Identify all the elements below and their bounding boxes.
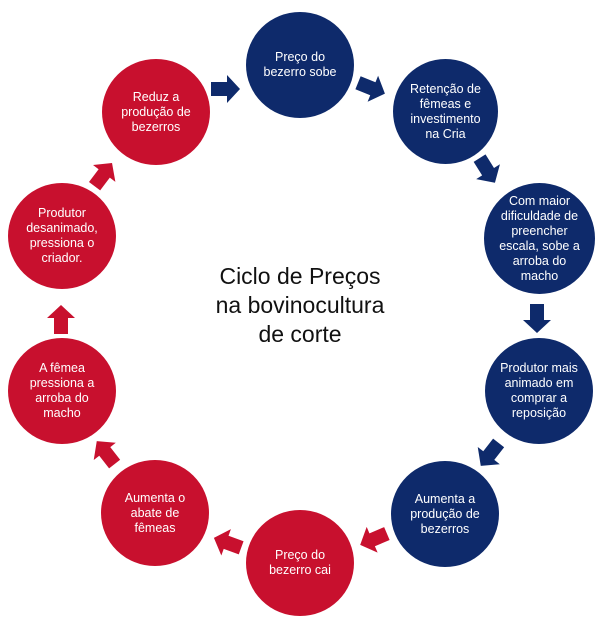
arrow-1 xyxy=(211,75,240,103)
arrow-5 xyxy=(477,438,505,466)
node-produtor-desanimado: Produtor desanimado, pressiona o criador… xyxy=(8,183,116,289)
node-label: Aumenta o abate de fêmeas xyxy=(124,490,186,535)
arrow-6 xyxy=(360,526,390,553)
node-aumenta-producao: Aumenta a produção de bezerros xyxy=(391,461,499,567)
arrow-9 xyxy=(47,305,75,334)
node-label: Aumenta a produção de bezerros xyxy=(410,491,480,536)
arrow-10 xyxy=(88,163,116,191)
node-label: Reduz a produção de bezerros xyxy=(121,89,191,134)
node-preco-bezerro-sobe: Preço do bezerro sobe xyxy=(246,12,354,118)
title-line-2: na bovinocultura xyxy=(215,292,385,318)
arrow-2 xyxy=(355,75,385,102)
node-label: Retenção de fêmeas e investimento na Cri… xyxy=(410,81,481,141)
arrow-3 xyxy=(473,154,500,183)
node-label: A fêmea pressiona a arroba do macho xyxy=(29,361,95,420)
node-label: Preço do bezerro sobe xyxy=(263,50,337,79)
node-reduz-producao: Reduz a produção de bezerros xyxy=(102,59,210,165)
node-femea-pressiona: A fêmea pressiona a arroba do macho xyxy=(8,338,116,444)
node-retencao-femeas: Retenção de fêmeas e investimento na Cri… xyxy=(393,59,498,164)
node-label: Preço do bezerro cai xyxy=(269,548,331,577)
node-produtor-animado: Produtor mais animado em comprar a repos… xyxy=(485,338,593,444)
title-line-3: de corte xyxy=(258,321,342,347)
diagram-title: Ciclo de Preços na bovinocultura de cort… xyxy=(170,262,430,349)
node-sobe-arroba-macho: Com maior dificuldade de preencher escal… xyxy=(484,183,595,294)
node-preco-bezerro-cai: Preço do bezerro cai xyxy=(246,510,354,616)
node-label: Produtor mais animado em comprar a repos… xyxy=(500,361,578,420)
arrow-4 xyxy=(523,304,551,333)
title-line-1: Ciclo de Preços xyxy=(219,263,381,289)
arrow-8 xyxy=(93,441,121,469)
node-label: Produtor desanimado, pressiona o criador… xyxy=(26,206,98,265)
node-label: Com maior dificuldade de preencher escal… xyxy=(499,193,580,283)
arrow-7 xyxy=(213,529,244,556)
node-aumenta-abate: Aumenta o abate de fêmeas xyxy=(101,460,209,566)
